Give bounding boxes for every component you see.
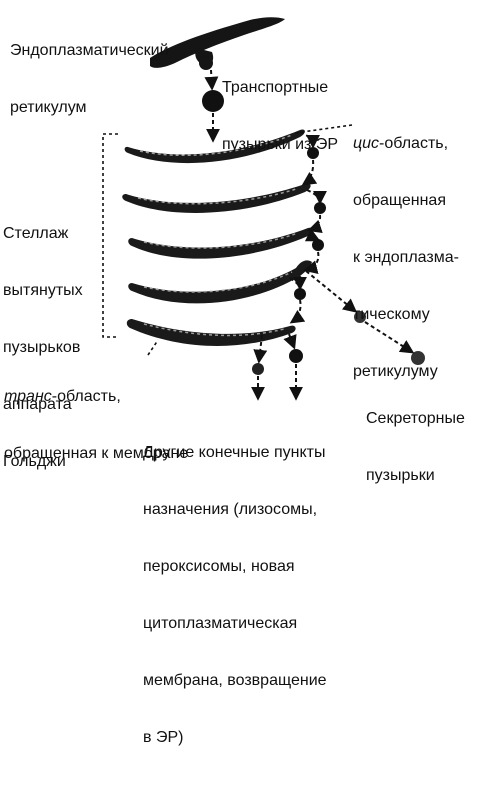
trans-label-line-1: транс-область,: [4, 387, 188, 406]
transport-label-line-1: Транспортные: [222, 79, 329, 96]
secretory-vesicle: [411, 351, 425, 365]
secretory-vesicle-mid: [354, 311, 366, 323]
transfer-vesicle-1: [307, 147, 319, 159]
stack-label-line-3: пузырьков: [3, 339, 81, 356]
other-label-line-1: Другие конечные пункты: [143, 444, 326, 461]
cis-term: цис: [353, 135, 380, 152]
golgi-cisterna-3-lumen: [143, 232, 299, 249]
golgi-cisterna-4: [128, 260, 312, 304]
other-label-line-6: в ЭР): [143, 729, 184, 746]
transport-vesicles-label: Транспортные пузырьки из ЭР: [222, 40, 338, 192]
arrow-to-cisterna-4: [303, 251, 320, 275]
arrow-er-to-vesicle: [204, 69, 219, 91]
arrow-cisterna-3-out: [304, 228, 321, 242]
endoplasmic-reticulum: [150, 17, 285, 68]
cis-label-line-2: обращенная: [353, 192, 446, 209]
trans-label-line-2: обращенная к мембране: [4, 445, 189, 462]
secretory-vesicles-label: Секреторные пузырьки: [366, 371, 465, 523]
er-label-line-1: Эндоплазматический: [10, 42, 169, 59]
golgi-cisterna-5: [126, 319, 296, 346]
golgi-stack-label: Стеллаж вытянутых пузырьков аппарата Гол…: [3, 186, 83, 509]
arrow-to-trans-vesicle-1: [253, 334, 268, 364]
stack-label-line-5: Гольджи: [3, 453, 66, 470]
er-bud-vesicle: [199, 56, 213, 70]
arrow-to-cisterna-5: [289, 299, 306, 324]
diagram-artwork: [102, 17, 425, 401]
transport-vesicle: [202, 90, 224, 112]
arrow-to-trans-vesicle-2: [283, 333, 297, 350]
er-label: Эндоплазматический ретикулум: [10, 3, 169, 155]
golgi-diagram: Эндоплазматический ретикулум Транспортны…: [3, 3, 465, 746]
golgi-cisterna-1-lumen: [139, 134, 293, 157]
trans-term-suffix: -область,: [51, 388, 121, 405]
secretory-label-line-1: Секреторные: [366, 410, 465, 427]
trans-vesicle-2: [289, 349, 303, 363]
cis-label-line-1: цис-область,: [353, 134, 459, 153]
transport-label-line-2: пузырьки из ЭР: [222, 136, 339, 153]
golgi-cisterna-2: [122, 183, 311, 213]
other-destinations-label: Другие конечные пункты назначения (лизос…: [143, 405, 327, 785]
golgi-cisterna-2-lumen: [137, 188, 297, 205]
cis-label-line-3: к эндоплазма-: [353, 249, 459, 266]
stack-label-line-1: Стеллаж: [3, 225, 69, 242]
golgi-cisterna-5-lumen: [143, 323, 285, 337]
transfer-vesicle-2: [314, 202, 326, 214]
arrow-cisterna-4-down: [289, 276, 307, 291]
trans-region-label: транс-область, обращенная к мембране: [4, 349, 188, 501]
arrow-to-cisterna-2: [301, 159, 318, 186]
arrow-to-secretory-mid: [305, 270, 358, 313]
stack-label-line-2: вытянутых: [3, 282, 83, 299]
arrow-to-secretory: [364, 321, 415, 354]
arrow-cis-out: [299, 131, 320, 149]
trans-vesicle-1: [252, 363, 264, 375]
secretory-label-line-2: пузырьки: [366, 467, 435, 484]
stack-label-line-4: аппарата: [3, 396, 72, 413]
cis-term-suffix: -область,: [379, 135, 449, 152]
other-label-line-3: пероксисомы, новая: [143, 558, 295, 575]
transfer-vesicle-3: [312, 239, 324, 251]
other-label-line-4: цитоплазматическая: [143, 615, 298, 632]
golgi-cisterna-4-lumen: [143, 271, 293, 293]
transfer-vesicle-4: [294, 288, 306, 300]
other-label-line-2: назначения (лизосомы,: [143, 501, 318, 518]
cis-label-line-4: тическому: [353, 306, 430, 323]
er-label-line-2: ретикулум: [10, 99, 87, 116]
arrow-cisterna-2-out: [306, 189, 327, 205]
stack-bracket: [102, 133, 118, 338]
other-label-line-5: мембрана, возвращение: [143, 672, 327, 689]
golgi-cisterna-3: [128, 227, 314, 259]
cis-label-line-5: ретикулуму: [353, 363, 438, 380]
trans-term: транс: [4, 388, 52, 405]
cis-region-label: цис-область, обращенная к эндоплазма- ти…: [353, 96, 459, 419]
